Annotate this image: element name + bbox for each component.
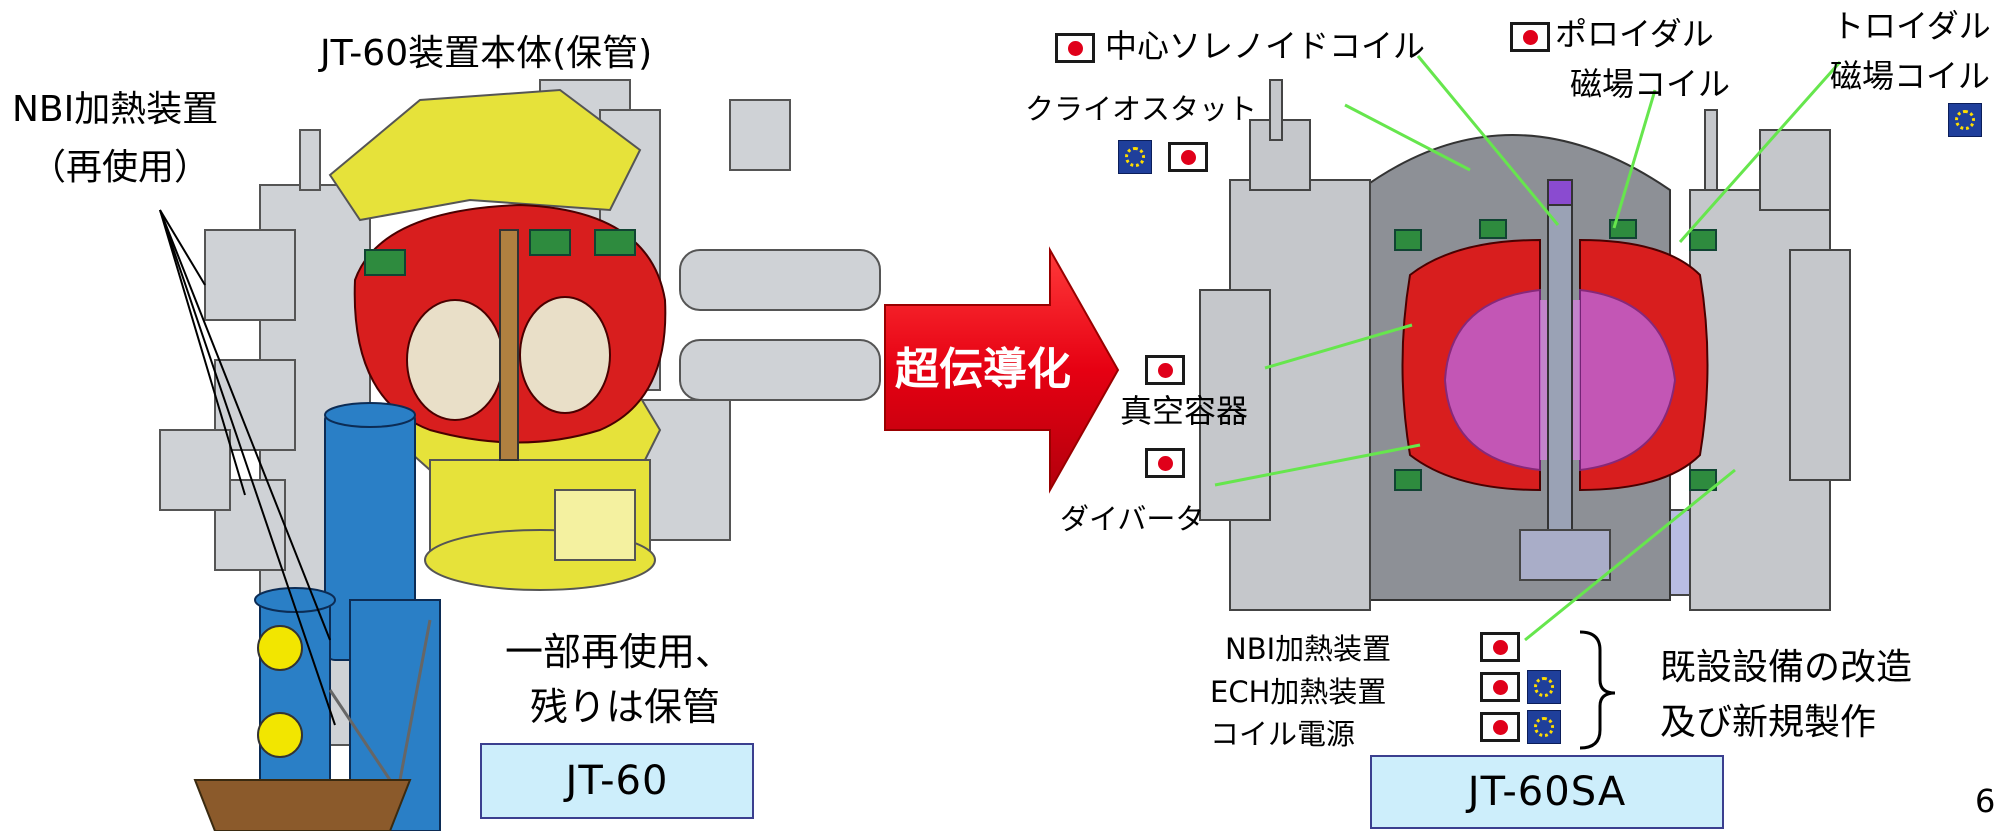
eu-flag-icon	[1118, 140, 1152, 174]
nbi-reuse-label: （再使用）	[30, 147, 211, 188]
new-fabrication-label: 及び新規製作	[1660, 702, 1877, 743]
japan-flag-icon	[1480, 712, 1520, 742]
jt60-title: JT-60装置本体(保管)	[320, 33, 653, 74]
eu-flag-icon	[1948, 103, 1982, 137]
japan-flag-icon	[1480, 672, 1520, 702]
divertor-label: ダイバータ	[1060, 502, 1205, 536]
nbi-heating-label: NBI加熱装置	[1225, 632, 1392, 666]
poloidal-coil-label-2: 磁場コイル	[1570, 65, 1731, 103]
cryostat-label: クライオスタット	[1025, 92, 1258, 126]
japan-flag-icon	[1055, 33, 1095, 63]
ech-heating-label: ECH加熱装置	[1210, 675, 1387, 709]
jt60sa-name-box: JT-60SA	[1370, 755, 1724, 829]
nbi-label: NBI加熱装置	[12, 89, 219, 130]
poloidal-coil-label: ポロイダル	[1555, 15, 1714, 53]
japan-flag-icon	[1480, 632, 1520, 662]
page-number: 6	[1975, 782, 1996, 820]
japan-flag-icon	[1510, 22, 1550, 52]
eu-flag-icon	[1527, 670, 1561, 704]
reuse-note-line1: 一部再使用、	[505, 630, 734, 674]
toroidal-coil-label: トロイダル	[1832, 7, 1991, 45]
toroidal-coil-label-2: 磁場コイル	[1830, 57, 1991, 95]
japan-flag-icon	[1168, 142, 1208, 172]
existing-equipment-label: 既設設備の改造	[1660, 647, 1913, 688]
jt60-name-box: JT-60	[480, 743, 754, 819]
superconducting-label: 超伝導化	[895, 344, 1071, 395]
japan-flag-icon	[1145, 448, 1185, 478]
central-solenoid-label: 中心ソレノイドコイル	[1105, 27, 1426, 65]
reuse-note-line2: 残りは保管	[530, 685, 721, 729]
japan-flag-icon	[1145, 355, 1185, 385]
vacuum-vessel-label: 真空容器	[1120, 392, 1249, 430]
eu-flag-icon	[1527, 710, 1561, 744]
coil-power-label: コイル電源	[1210, 717, 1356, 751]
